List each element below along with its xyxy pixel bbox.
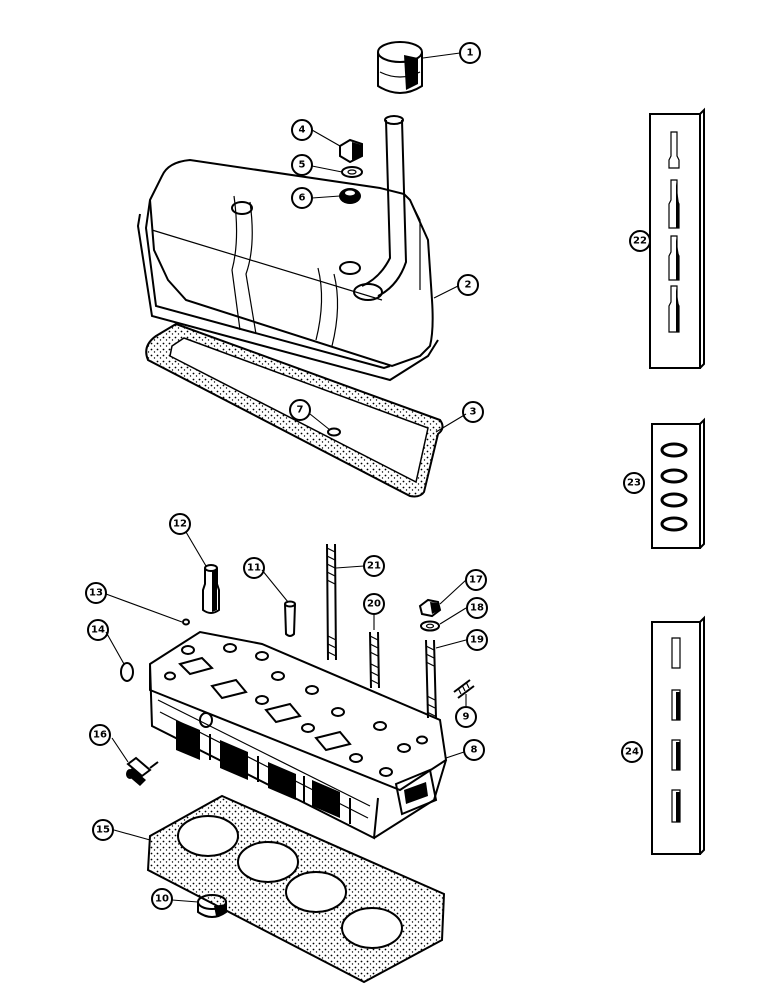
dowel-pin (284, 600, 296, 637)
hex-nut (418, 598, 442, 618)
callout-21: 21 (363, 555, 385, 577)
svg-text:19: 19 (470, 635, 484, 646)
svg-text:5: 5 (299, 160, 306, 171)
callout-15: 15 (92, 819, 114, 841)
svg-text:13: 13 (89, 588, 103, 599)
head-stud (425, 639, 437, 719)
long-stud (326, 543, 337, 661)
temperature-sender (126, 756, 159, 786)
callout-8: 8 (463, 739, 485, 761)
svg-text:11: 11 (247, 563, 261, 574)
callout-5: 5 (291, 154, 313, 176)
cylinder-head (149, 630, 448, 840)
kit-box-24 (651, 615, 705, 855)
valve-cover (136, 115, 439, 382)
callout-17: 17 (465, 569, 487, 591)
small-stud (453, 679, 475, 699)
svg-text:18: 18 (470, 603, 484, 614)
svg-text:6: 6 (299, 193, 306, 204)
svg-text:24: 24 (625, 747, 639, 758)
callout-23: 23 (623, 472, 645, 494)
kit-box-22 (649, 107, 705, 369)
o-ring (120, 662, 134, 682)
callout-20: 20 (363, 593, 385, 615)
callout-labels: 1 2 3 4 5 6 7 8 9 10 11 12 13 14 15 16 1… (85, 42, 651, 910)
valve-cover-gasket (145, 322, 444, 498)
callout-16: 16 (89, 724, 111, 746)
svg-text:3: 3 (470, 407, 477, 418)
small-plug (182, 618, 190, 626)
filler-cap (377, 41, 423, 94)
leader-lines (105, 52, 467, 903)
callout-13: 13 (85, 582, 107, 604)
callout-24: 24 (621, 741, 643, 763)
svg-text:7: 7 (297, 405, 304, 416)
svg-text:12: 12 (173, 519, 187, 530)
svg-text:23: 23 (627, 478, 641, 489)
callout-2: 2 (457, 274, 479, 296)
svg-text:21: 21 (367, 561, 381, 572)
svg-text:10: 10 (155, 894, 169, 905)
callout-11: 11 (243, 557, 265, 579)
callout-19: 19 (466, 629, 488, 651)
callout-22: 22 (629, 230, 651, 252)
svg-text:1: 1 (467, 48, 474, 59)
svg-text:14: 14 (91, 625, 105, 636)
callout-4: 4 (291, 119, 313, 141)
callout-10: 10 (151, 888, 173, 910)
svg-text:17: 17 (469, 575, 483, 586)
callout-12: 12 (169, 513, 191, 535)
washer (341, 166, 363, 178)
svg-text:8: 8 (471, 745, 478, 756)
grommet (339, 188, 361, 204)
callout-6: 6 (291, 187, 313, 209)
short-stud (369, 631, 380, 689)
callout-9: 9 (455, 706, 477, 728)
valve-guide (202, 564, 220, 614)
svg-text:9: 9 (463, 712, 470, 723)
stud-washer (420, 620, 440, 632)
callout-14: 14 (87, 619, 109, 641)
svg-text:20: 20 (367, 599, 381, 610)
svg-text:16: 16 (93, 730, 107, 741)
svg-text:2: 2 (465, 280, 472, 291)
kit-box-23 (651, 417, 705, 549)
callout-3: 3 (462, 401, 484, 423)
callout-1: 1 (459, 42, 481, 64)
svg-text:4: 4 (299, 125, 306, 136)
callout-18: 18 (466, 597, 488, 619)
cap-nut (339, 138, 363, 164)
svg-text:22: 22 (633, 236, 647, 247)
callout-7: 7 (289, 399, 311, 421)
svg-text:15: 15 (96, 825, 110, 836)
head-gasket (146, 794, 446, 984)
